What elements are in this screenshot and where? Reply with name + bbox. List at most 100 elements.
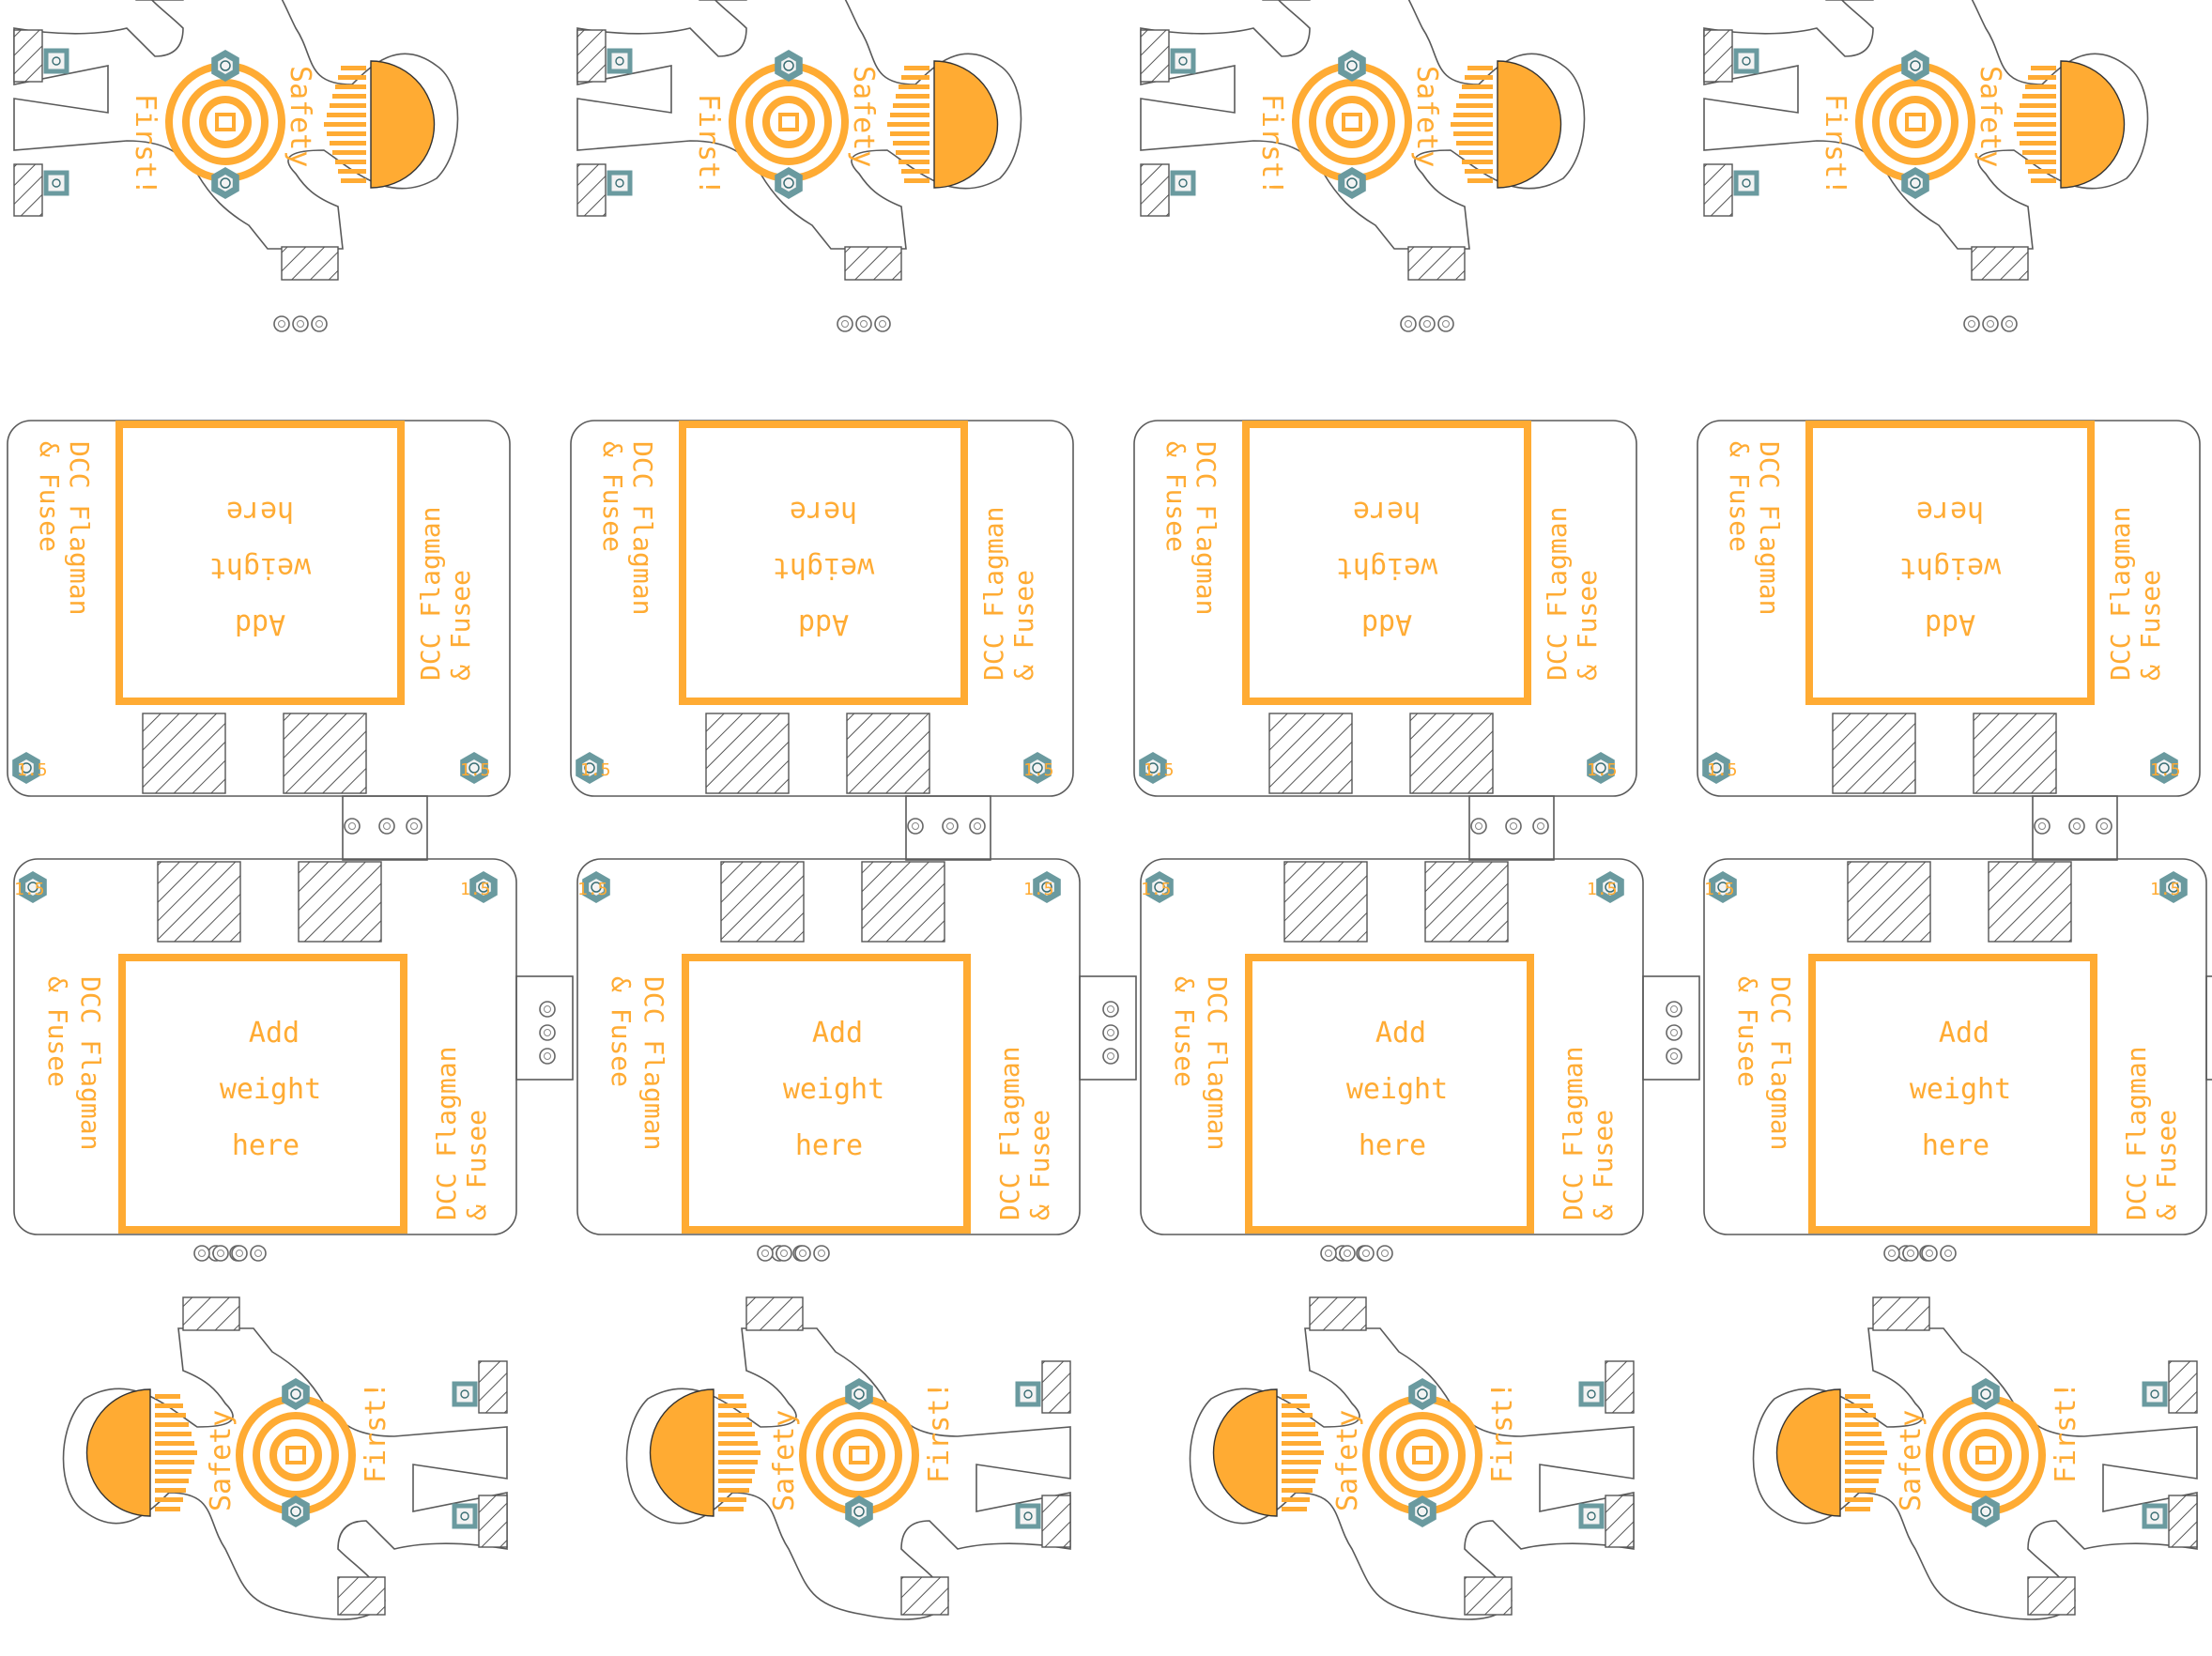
comb-stripe	[155, 1479, 189, 1483]
comb-stripe	[1462, 84, 1493, 89]
mount-hole-icon	[1901, 49, 1929, 83]
silk-text: here	[1916, 495, 1984, 528]
hatched-pad-icon	[1703, 29, 1733, 83]
comb-stripe	[2031, 66, 2056, 70]
silk-text: DCC Flagman	[994, 1047, 1025, 1220]
mount-hole-icon	[1596, 870, 1624, 904]
via-hole	[1107, 1052, 1114, 1060]
mount-hole-inner	[1154, 882, 1165, 893]
via-icon	[539, 1001, 556, 1018]
silk-text: First!	[923, 1382, 956, 1483]
square-pad-hole	[2150, 1511, 2159, 1521]
figure-outline	[625, 1327, 1071, 1620]
via-icon	[1102, 1048, 1119, 1065]
via-hole	[1381, 1250, 1389, 1257]
silk-text: weight	[783, 1073, 884, 1106]
comb-stripe	[901, 75, 929, 80]
via-icon	[2001, 315, 2018, 332]
mount-hole-inner	[2168, 882, 2179, 893]
via-hole	[1423, 320, 1431, 328]
silk-text: DCC Flagman	[1202, 976, 1233, 1150]
hatched-pad-icon	[13, 163, 43, 217]
head-icon	[85, 1388, 151, 1517]
mount-hole-inner	[1417, 1506, 1428, 1517]
silk-text: Safety	[768, 1410, 801, 1511]
mount-hole-inner	[220, 60, 231, 71]
via-hole	[1107, 1029, 1114, 1036]
hatched-pad-icon	[13, 29, 43, 83]
via-hole	[348, 822, 356, 830]
square-pad-hole	[1178, 178, 1188, 188]
via-hole	[879, 320, 886, 328]
via-icon	[874, 315, 891, 332]
square-pad	[1578, 1503, 1605, 1529]
side-connector	[1079, 975, 1137, 1081]
silk-text: Safety	[205, 1410, 238, 1511]
mount-hole-icon	[19, 870, 47, 904]
comb-stripe	[1467, 66, 1493, 70]
mount-hole-inner	[1417, 1388, 1428, 1400]
comb-stripe	[341, 178, 366, 183]
square-pad	[1170, 170, 1196, 196]
silk-text: & Fusee	[445, 570, 476, 681]
hatched-pad-icon	[861, 861, 945, 943]
comb-stripe	[718, 1441, 758, 1446]
comb-stripe	[1282, 1394, 1307, 1399]
silk-text: & Fusee	[1024, 1110, 1055, 1220]
comb-stripe	[338, 169, 366, 174]
comb-stripe	[1845, 1441, 1884, 1446]
silk-text: here	[232, 1129, 300, 1162]
silk-text: DCC Flagman	[75, 976, 106, 1150]
hatched-pad-icon	[283, 713, 367, 794]
silk-text: & Fusee	[461, 1110, 492, 1220]
pad-label: 1.5	[460, 760, 491, 780]
comb-stripe	[2020, 141, 2056, 146]
via-icon	[1666, 1024, 1682, 1041]
via-hole	[1670, 1052, 1678, 1060]
via-icon	[1320, 1245, 1337, 1262]
hatched-pad-icon	[720, 861, 805, 943]
mount-hole-inner	[27, 882, 38, 893]
via-hole	[1405, 320, 1412, 328]
via-icon	[1102, 1001, 1119, 1018]
silk-text: DCC Flagman	[2121, 1047, 2152, 1220]
mount-hole-icon	[469, 870, 498, 904]
via-icon	[1470, 818, 1487, 835]
silk-text: DCC Flagman	[627, 441, 658, 615]
comb-stripe	[1282, 1469, 1318, 1474]
comb-stripe	[1845, 1469, 1882, 1474]
via-icon	[1400, 315, 1417, 332]
via-hole	[2100, 822, 2108, 830]
mount-hole-inner	[1346, 177, 1358, 189]
via-icon	[1902, 1245, 1919, 1262]
square-pad	[607, 48, 633, 74]
hatched-pad-icon	[1971, 246, 2029, 281]
mount-hole-inner	[290, 1506, 301, 1517]
comb-stripe	[893, 141, 929, 146]
mount-hole-inner	[1346, 60, 1358, 71]
silk-text: Add	[1375, 1017, 1426, 1050]
weight-square-icon	[1245, 954, 1534, 1234]
comb-stripe	[718, 1432, 755, 1436]
square-pad-hole	[1178, 56, 1188, 66]
hatched-pad-icon	[1847, 861, 1931, 943]
target-ring-mid	[745, 79, 832, 165]
comb-stripe	[1282, 1413, 1313, 1418]
bridge	[342, 795, 428, 861]
square-pad	[2142, 1503, 2168, 1529]
via-hole	[946, 822, 954, 830]
mount-hole-icon	[2159, 870, 2188, 904]
comb-stripe	[1282, 1460, 1321, 1464]
silk-text: & Fusee	[597, 441, 628, 552]
hatched-pad-icon	[2168, 1360, 2198, 1414]
comb-stripe	[1282, 1441, 1321, 1446]
head-icon	[933, 60, 999, 189]
silk-text: & Fusee	[1732, 976, 1763, 1087]
weight-square-icon	[115, 421, 405, 705]
